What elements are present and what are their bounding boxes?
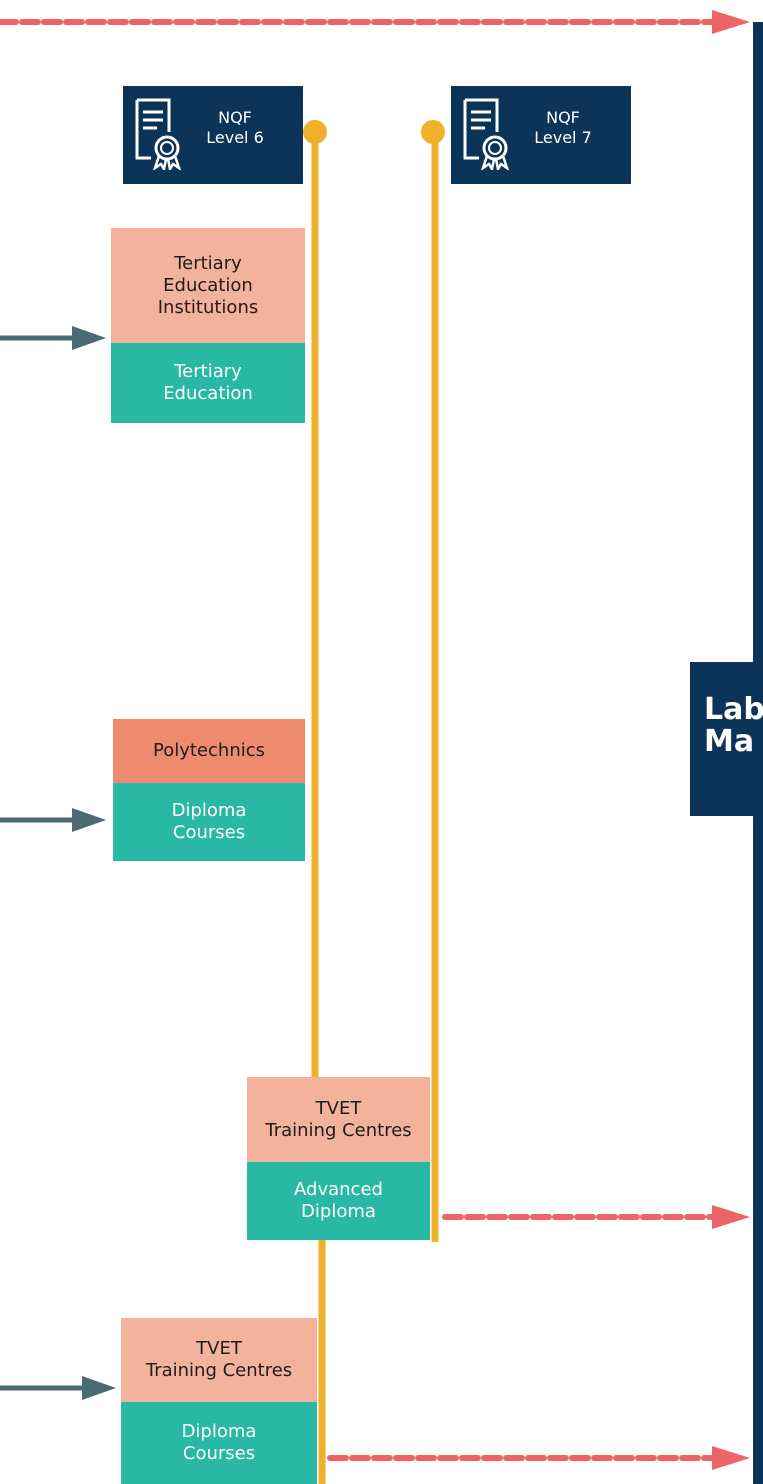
- arrow-tertiary-head: [72, 326, 106, 350]
- poly-diploma-courses-label: Diploma Courses: [171, 800, 247, 843]
- labour-market-box: Lab Ma: [690, 662, 763, 816]
- nqf7-node: [421, 120, 445, 144]
- tvet-centres-label-1: TVET Training Centres: [265, 1097, 412, 1141]
- advanced-diploma-dashed-arrowhead: [712, 1205, 750, 1229]
- nqf-level-7-badge: NQF Level 7: [451, 86, 631, 184]
- tertiary-education-label: Tertiary Education: [163, 361, 253, 404]
- tvet-diploma-courses-label: Diploma Courses: [181, 1421, 257, 1464]
- diploma-dashed-arrowhead: [712, 1446, 750, 1470]
- nqf-7-label-line1: NQF: [546, 108, 580, 127]
- advanced-diploma-box: Advanced Diploma: [247, 1162, 430, 1240]
- tertiary-institutions-box: Tertiary Education Institutions: [111, 228, 305, 343]
- polytechnics-box: Polytechnics: [113, 719, 305, 783]
- tvet-centres-box-2: TVET Training Centres: [121, 1318, 317, 1402]
- nqf-7-label-line2: Level 7: [534, 128, 592, 147]
- poly-diploma-courses-box: Diploma Courses: [113, 783, 305, 861]
- tertiary-institutions-label: Tertiary Education Institutions: [157, 252, 259, 318]
- certificate-icon: [463, 98, 509, 170]
- labour-market-label: Lab Ma: [704, 692, 763, 759]
- arrow-tvet-head: [82, 1376, 116, 1400]
- nqf-level-6-badge: NQF Level 6: [123, 86, 303, 184]
- tertiary-education-box: Tertiary Education: [111, 343, 305, 423]
- tvet-centres-box-1: TVET Training Centres: [247, 1077, 430, 1162]
- certificate-icon: [135, 98, 181, 170]
- polytechnics-label: Polytechnics: [153, 740, 265, 761]
- advanced-diploma-label: Advanced Diploma: [294, 1179, 383, 1222]
- nqf-6-label-line1: NQF: [218, 108, 252, 127]
- top-dashed-arrowhead: [712, 10, 750, 34]
- nqf6-node: [303, 120, 327, 144]
- nqf-6-label-line2: Level 6: [206, 128, 264, 147]
- tvet-diploma-courses-box: Diploma Courses: [121, 1402, 317, 1484]
- tvet-centres-label-2: TVET Training Centres: [145, 1338, 293, 1381]
- arrow-poly-head: [72, 808, 106, 832]
